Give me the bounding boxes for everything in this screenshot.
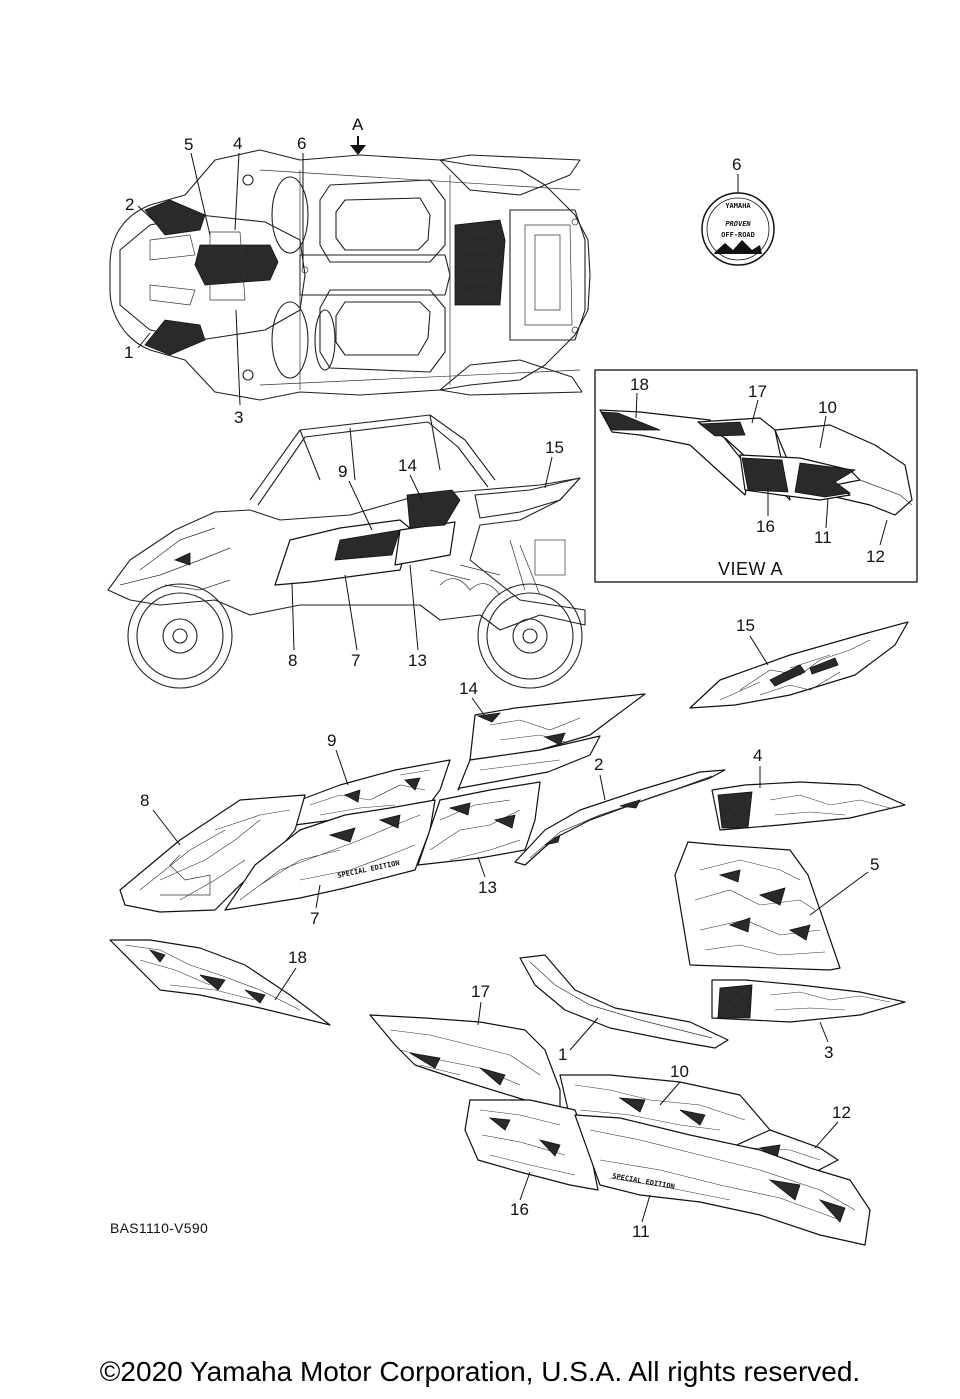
callout-decal-11: 11 [632, 1222, 650, 1241]
callout-decal-14: 14 [459, 679, 478, 698]
callout-decal-18: 18 [288, 948, 307, 967]
side-view-vehicle [107, 414, 586, 689]
callout-side-7: 7 [351, 651, 360, 670]
top-view-callouts: 5 4 6 2 1 3 [124, 134, 306, 427]
callout-1: 1 [124, 343, 133, 362]
callout-side-14: 14 [398, 456, 417, 475]
callout-decal-15: 15 [736, 616, 755, 635]
decal-18: 18 [109, 939, 331, 1026]
view-a-title: VIEW A [718, 559, 783, 579]
decal-16: 16 [464, 1099, 599, 1219]
callout-side-15: 15 [545, 438, 564, 457]
callout-side-8: 8 [288, 651, 297, 670]
decal-3: 3 [711, 979, 906, 1062]
emblem-line1: PROVEN [725, 220, 751, 228]
arrow-label-a: A [352, 115, 364, 134]
callout-decal-10: 10 [670, 1062, 689, 1081]
decal-11: SPECIAL EDITION 11 [574, 1114, 871, 1246]
copyright-notice: ©2020 Yamaha Motor Corporation, U.S.A. A… [99, 1356, 861, 1387]
decal-14: 14 [457, 679, 646, 791]
decal-15: 15 [689, 616, 909, 709]
callout-3: 3 [234, 408, 243, 427]
view-a-callout-17: 17 [748, 382, 767, 401]
decal-4: 4 [711, 746, 906, 831]
side-view-callouts: 9 14 15 8 7 13 [288, 438, 564, 670]
callout-decal-3: 3 [824, 1043, 833, 1062]
decal-5: 5 [674, 841, 879, 971]
callout-decal-16: 16 [510, 1200, 529, 1219]
diagram-code: BAS1110-V590 [110, 1220, 209, 1236]
top-view-vehicle [109, 149, 591, 401]
view-a-callout-16: 16 [756, 517, 775, 536]
callout-2: 2 [125, 195, 134, 214]
decal-1: 1 [519, 954, 729, 1064]
callout-decal-13: 13 [478, 878, 497, 897]
decal-17: 17 [369, 982, 561, 1111]
view-a-callout-10: 10 [818, 398, 837, 417]
callout-decal-1: 1 [558, 1045, 567, 1064]
proven-off-road-emblem: 6 YAMAHA PROVEN OFF-ROAD [701, 155, 775, 266]
emblem-line2: OFF-ROAD [721, 231, 755, 239]
callout-decal-7: 7 [310, 909, 319, 928]
callout-decal-4: 4 [753, 746, 762, 765]
callout-side-13: 13 [408, 651, 427, 670]
view-a-callout-18: 18 [630, 375, 649, 394]
decal-13: 13 [417, 781, 541, 897]
callout-6: 6 [297, 134, 306, 153]
callout-emblem-6: 6 [732, 155, 741, 174]
callout-5: 5 [184, 135, 193, 154]
view-a-arrow: A [350, 115, 366, 155]
view-a-panel: 18 17 10 16 11 12 VIEW A [594, 369, 918, 583]
callout-decal-9: 9 [327, 731, 336, 750]
callout-decal-2: 2 [594, 755, 603, 774]
view-a-callout-11: 11 [814, 528, 832, 547]
callout-decal-12: 12 [832, 1103, 851, 1122]
callout-4: 4 [233, 134, 242, 153]
callout-decal-17: 17 [471, 982, 490, 1001]
decal-7: SPECIAL EDITION 7 [224, 799, 436, 928]
callout-decal-5: 5 [870, 855, 879, 874]
callout-decal-8: 8 [140, 791, 149, 810]
decal-2: 2 [514, 755, 726, 866]
view-a-callout-12: 12 [866, 547, 885, 566]
emblem-brand: YAMAHA [725, 202, 751, 210]
callout-side-9: 9 [338, 462, 347, 481]
